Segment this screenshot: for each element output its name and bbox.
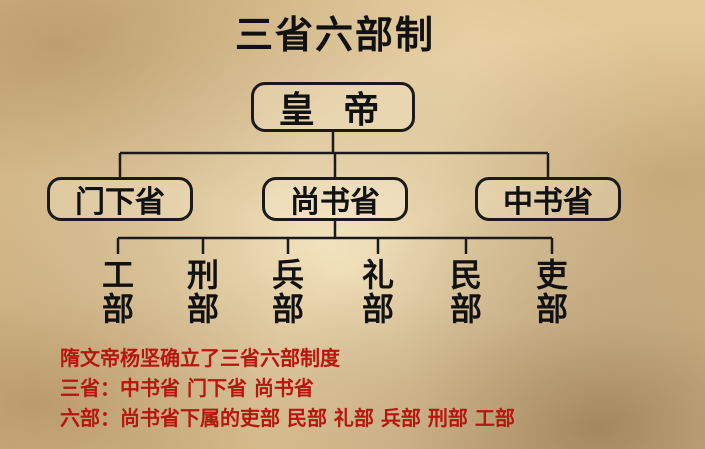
zhongshu-sheng-box: 中书省 [475,177,621,221]
libu-label: 礼部 [361,256,394,328]
menxia-sheng-box: 门下省 [47,177,193,221]
note-line: 三省：中书省 门下省 尚书省 [60,376,314,400]
note-line: 六部：尚书省下属的吏部 民部 礼部 兵部 刑部 工部 [60,406,515,430]
page-title: 三省六部制 [234,13,435,57]
bingbu-label: 兵部 [271,256,304,328]
emperor-box: 皇 帝 [251,82,415,132]
shangshu-sheng-box: 尚书省 [262,177,408,221]
note-line: 隋文帝杨坚确立了三省六部制度 [60,346,340,370]
notes-block: 隋文帝杨坚确立了三省六部制度 三省：中书省 门下省 尚书省 六部：尚书省下属的吏… [60,343,515,433]
gongbu-label: 工部 [101,256,134,328]
minbu-label: 民部 [449,256,482,328]
libu-official-label: 吏部 [535,256,568,328]
xingbu-label: 刑部 [186,256,219,328]
